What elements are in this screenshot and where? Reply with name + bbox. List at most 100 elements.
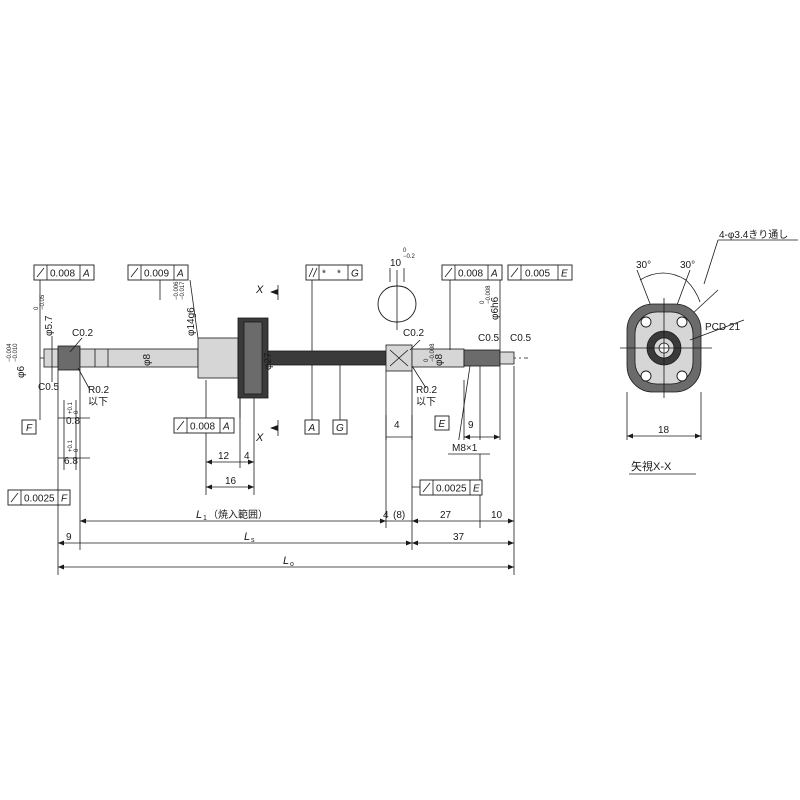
dim-37: 37	[453, 532, 465, 543]
dim-phi6h6-tol-upper: 0	[480, 300, 486, 304]
dim-phi57-tol-lower: −0.05	[40, 294, 46, 310]
svg-text:L: L	[283, 555, 289, 567]
dim-8-paren: (8)	[393, 510, 405, 521]
dim-phi8-right: φ8	[434, 354, 445, 366]
datum-a-box: A	[304, 419, 320, 435]
angle-right: 30°	[680, 260, 695, 271]
svg-text:*: *	[322, 269, 326, 280]
svg-text:0.0025: 0.0025	[436, 484, 467, 495]
bolt-hole-1	[640, 316, 652, 328]
svg-text:*: *	[337, 269, 341, 280]
tolerance-frame-8: 0.0025 E	[419, 479, 483, 496]
chamfer-c05-right-a: C0.5	[478, 333, 500, 344]
svg-text:L: L	[196, 509, 202, 521]
bolt-hole-4	[676, 370, 688, 382]
dim-lo: L o	[283, 555, 294, 568]
dim-phi14-tol-lower: −0.017	[180, 281, 186, 300]
svg-text:0.009: 0.009	[144, 269, 169, 280]
tolerance-frame-2: 0.009 A	[127, 264, 189, 281]
radius-r02-right: R0.2	[416, 385, 438, 396]
left-boss	[197, 337, 239, 379]
svg-text:M8×1: M8×1	[452, 443, 478, 454]
section-mark-x-top: X	[255, 284, 264, 296]
shaft-body	[40, 317, 528, 399]
dim-10: 10	[491, 510, 503, 521]
dim-16: 16	[225, 476, 237, 487]
datum-g-box: G	[332, 419, 348, 435]
holes-note: 4-φ3.4きり通し	[719, 229, 788, 241]
end-view-width: 18	[658, 425, 670, 436]
svg-text:0.008: 0.008	[458, 269, 483, 280]
thread-label: M8×1	[448, 440, 490, 455]
radius-r02-left: R0.2	[88, 385, 110, 396]
dim-phi6h6: φ6h6	[490, 296, 501, 320]
svg-text:F: F	[26, 423, 33, 434]
tolerance-frame-7: 0.0025 F	[7, 489, 71, 506]
pcd-label: PCD 21	[705, 322, 740, 333]
dim-27: 27	[440, 510, 452, 521]
dim-phi6-tol-lower: −0.010	[13, 343, 19, 362]
svg-text:E: E	[439, 419, 446, 430]
tolerance-frame-5: 0.008 A	[441, 264, 503, 281]
screw-shaft	[267, 350, 387, 366]
dim-08-tol-upper: +0.1	[68, 401, 74, 414]
tolerance-frame-1: 0.008 A	[33, 264, 95, 281]
left-journal	[57, 345, 81, 371]
dim-phi8r-tol-lower: −0.008	[430, 343, 436, 362]
dim-phi57-tol-upper: 0	[34, 306, 40, 310]
datum-f-box: F	[21, 419, 37, 435]
svg-text:（焼入範囲）: （焼入範囲）	[208, 508, 268, 521]
svg-text:G: G	[336, 423, 344, 434]
dim-phi6-tol-upper: −0.004	[7, 343, 13, 362]
svg-text:F: F	[61, 494, 68, 505]
left-end-section	[43, 348, 59, 368]
chamfer-c02-right: C0.2	[403, 328, 425, 339]
right-thread	[463, 349, 501, 367]
dim-phi6h6-tol-lower: −0.008	[486, 285, 492, 304]
keyway-detail	[377, 268, 417, 330]
svg-text:矢視X-X: 矢視X-X	[631, 459, 672, 473]
bolt-hole-2	[676, 316, 688, 328]
dim-10-top: 10	[390, 258, 402, 269]
dim-08-tol-lower: 0	[74, 410, 80, 414]
svg-text:0.005: 0.005	[525, 269, 550, 280]
dim-10-top-tol-upper: 0	[403, 248, 407, 254]
chamfer-c02-left: C0.2	[72, 328, 94, 339]
nut-flange-inner	[243, 321, 263, 395]
dimension-lines	[39, 279, 515, 575]
svg-text:0.008: 0.008	[190, 422, 215, 433]
dim-68-tol-upper: +0.1	[68, 439, 74, 452]
dim-10-top-tol-lower: −0.2	[403, 254, 416, 260]
svg-text:E: E	[473, 484, 480, 495]
radius-r02-right-note: 以下	[416, 397, 436, 408]
dim-9-right: 9	[468, 420, 474, 431]
svg-text:o: o	[290, 561, 294, 568]
svg-text:0.0025: 0.0025	[24, 494, 55, 505]
dim-4-nut: 4	[244, 451, 250, 462]
chamfer-c05-right-b: C0.5	[510, 333, 532, 344]
dim-ls: L s	[244, 531, 255, 544]
svg-text:0.008: 0.008	[50, 269, 75, 280]
dimension-arrows	[58, 289, 514, 570]
dim-phi8r-tol-upper: 0	[424, 358, 430, 362]
svg-text:A: A	[490, 269, 498, 280]
dim-phi14g6: φ14g6	[186, 307, 197, 336]
svg-text:A: A	[82, 269, 90, 280]
dim-l1: L 1 （焼入範囲）	[196, 508, 268, 522]
tolerance-frame-6: 0.005 E	[507, 264, 573, 281]
dim-08: 0.8	[66, 416, 80, 427]
dim-9-left: 9	[66, 532, 72, 543]
chamfer-c05-left: C0.5	[38, 382, 60, 393]
tolerance-frame-4: * * G	[305, 264, 363, 281]
datum-e-box: E	[434, 415, 450, 431]
right-end	[499, 351, 515, 365]
dim-phi8-left: φ8	[142, 354, 153, 366]
svg-text:A: A	[176, 269, 184, 280]
svg-text:G: G	[351, 269, 359, 280]
svg-text:A: A	[308, 423, 316, 434]
bolt-hole-3	[640, 370, 652, 382]
svg-text:1: 1	[203, 515, 207, 522]
svg-text:L: L	[244, 531, 250, 543]
